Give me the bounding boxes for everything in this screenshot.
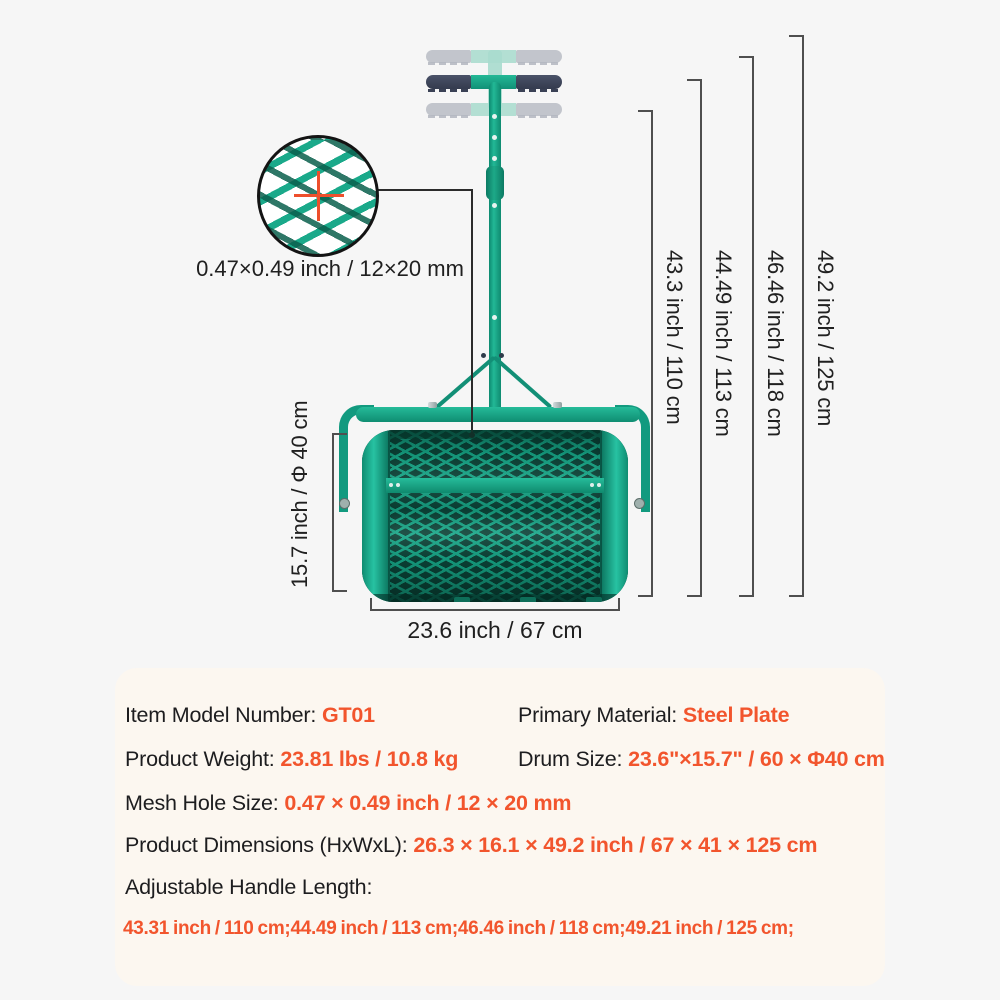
- dimension-label: 23.6 inch / 67 cm: [407, 617, 583, 643]
- callout-line-vertical: [471, 189, 473, 435]
- dimension-tick: [739, 595, 753, 597]
- drum-rim-bottom: [362, 594, 628, 602]
- adjustment-hole: [492, 114, 497, 119]
- dimension-tick: [370, 598, 372, 611]
- drum-end-cap-left: [362, 430, 390, 602]
- drum-clip: [520, 597, 536, 602]
- spec-mesh-hole-size: Mesh Hole Size: 0.47 × 0.49 inch / 12 × …: [125, 790, 572, 816]
- spec-value: 26.3 × 16.1 × 49.2 inch / 67 × 41 × 125 …: [413, 833, 818, 857]
- handle-grip-right: [516, 75, 562, 89]
- frame-bolt: [553, 402, 562, 408]
- handle-pole: [489, 82, 501, 412]
- spec-label: Item Model Number:: [125, 703, 322, 727]
- spec-adjustable-handle-values: 43.31 inch / 110 cm;44.49 inch / 113 cm;…: [123, 918, 794, 939]
- drum-end-cap-right: [600, 430, 628, 602]
- dimension-tick: [332, 433, 347, 435]
- brace-bolt: [481, 353, 486, 358]
- handle-grip-right-ghost: [516, 103, 562, 116]
- spec-label: Adjustable Handle Length:: [125, 875, 373, 899]
- spec-label: Primary Material:: [518, 703, 683, 727]
- spec-item-model: Item Model Number: GT01: [125, 702, 375, 728]
- dimension-tick: [739, 56, 753, 58]
- spec-label: Product Weight:: [125, 747, 281, 771]
- grip-serration: [518, 88, 560, 92]
- grip-serration: [428, 115, 470, 118]
- dimension-tick: [789, 35, 803, 37]
- dimension-label: 15.7 inch / Φ 40 cm: [287, 400, 312, 588]
- spec-value: 23.81 lbs / 10.8 kg: [280, 747, 459, 771]
- pole-adjustment-sleeve: [486, 166, 504, 200]
- dimension-label: 44.49 inch / 113 cm: [711, 250, 736, 437]
- mesh-zoom-circle: [257, 135, 379, 257]
- dimension-line: [332, 433, 334, 592]
- spec-label: Drum Size:: [518, 747, 629, 771]
- brace-bolt: [499, 353, 504, 358]
- frame-bolt: [428, 402, 437, 408]
- grip-serration: [428, 62, 470, 65]
- adjustment-hole: [492, 156, 497, 161]
- drum-rim-top: [386, 430, 604, 439]
- support-brace-left: [435, 355, 496, 409]
- frame-top-bar: [356, 407, 640, 422]
- dimension-label: 43.3 inch / 110 cm: [662, 250, 687, 425]
- spec-value: Steel Plate: [682, 703, 790, 727]
- spec-drum-size: Drum Size: 23.6"×15.7" / 60 × Φ40 cm: [518, 746, 885, 772]
- axle-right: [634, 498, 645, 509]
- dimension-line: [802, 35, 804, 597]
- dimension-line: [752, 56, 754, 597]
- hinge-rivet: [389, 483, 393, 487]
- spec-product-weight: Product Weight: 23.81 lbs / 10.8 kg: [125, 746, 458, 772]
- adjustment-hole: [492, 135, 497, 140]
- dimension-tick: [638, 110, 652, 112]
- mesh-hole-cross-icon: [317, 171, 320, 221]
- spec-primary-material: Primary Material: Steel Plate: [518, 702, 790, 728]
- callout-line-horizontal: [373, 189, 473, 191]
- drum-clip: [454, 597, 470, 602]
- spec-product-dimensions: Product Dimensions (HxWxL): 26.3 × 16.1 …: [125, 832, 818, 858]
- axle-left: [339, 498, 350, 509]
- support-brace-right: [492, 355, 553, 409]
- drum-clip: [586, 597, 602, 602]
- dimension-line: [370, 609, 620, 611]
- dimension-line: [700, 79, 702, 597]
- spec-label: Product Dimensions (HxWxL):: [125, 833, 414, 857]
- dimension-label: 46.46 inch / 118 cm: [763, 250, 788, 437]
- spec-adjustable-handle-label: Adjustable Handle Length:: [125, 874, 372, 900]
- dimension-tick: [789, 595, 803, 597]
- dimension-tick: [687, 595, 701, 597]
- grip-serration: [518, 62, 560, 65]
- spec-value: 0.47 × 0.49 inch / 12 × 20 mm: [284, 791, 572, 815]
- grip-serration: [428, 88, 470, 92]
- grip-serration: [518, 115, 560, 118]
- dimension-tick: [687, 79, 701, 81]
- mesh-drum: [362, 430, 628, 602]
- hinge-rivet: [396, 483, 400, 487]
- dimension-tick: [638, 595, 652, 597]
- handle-grip-left-ghost: [426, 103, 471, 116]
- spec-value: GT01: [321, 703, 375, 727]
- spec-label: Mesh Hole Size:: [125, 791, 285, 815]
- handle-grip-left-ghost: [426, 50, 471, 63]
- adjustment-hole: [492, 203, 497, 208]
- handle-grip-right-ghost: [516, 50, 562, 63]
- spec-panel: Item Model Number: GT01 Primary Material…: [115, 668, 885, 986]
- hinge-rivet: [597, 483, 601, 487]
- dimension-tick: [332, 590, 347, 592]
- dimension-label: 49.2 inch / 125 cm: [813, 250, 838, 427]
- dimension-line: [651, 110, 653, 597]
- dimension-tick: [618, 598, 620, 611]
- handle-grip-left: [426, 75, 471, 89]
- spec-value: 23.6"×15.7" / 60 × Φ40 cm: [628, 747, 885, 771]
- adjustment-hole: [492, 315, 497, 320]
- hinge-rivet: [590, 483, 594, 487]
- mesh-size-label: 0.47×0.49 inch / 12×20 mm: [196, 256, 464, 281]
- drum-hinge-band: [386, 478, 604, 493]
